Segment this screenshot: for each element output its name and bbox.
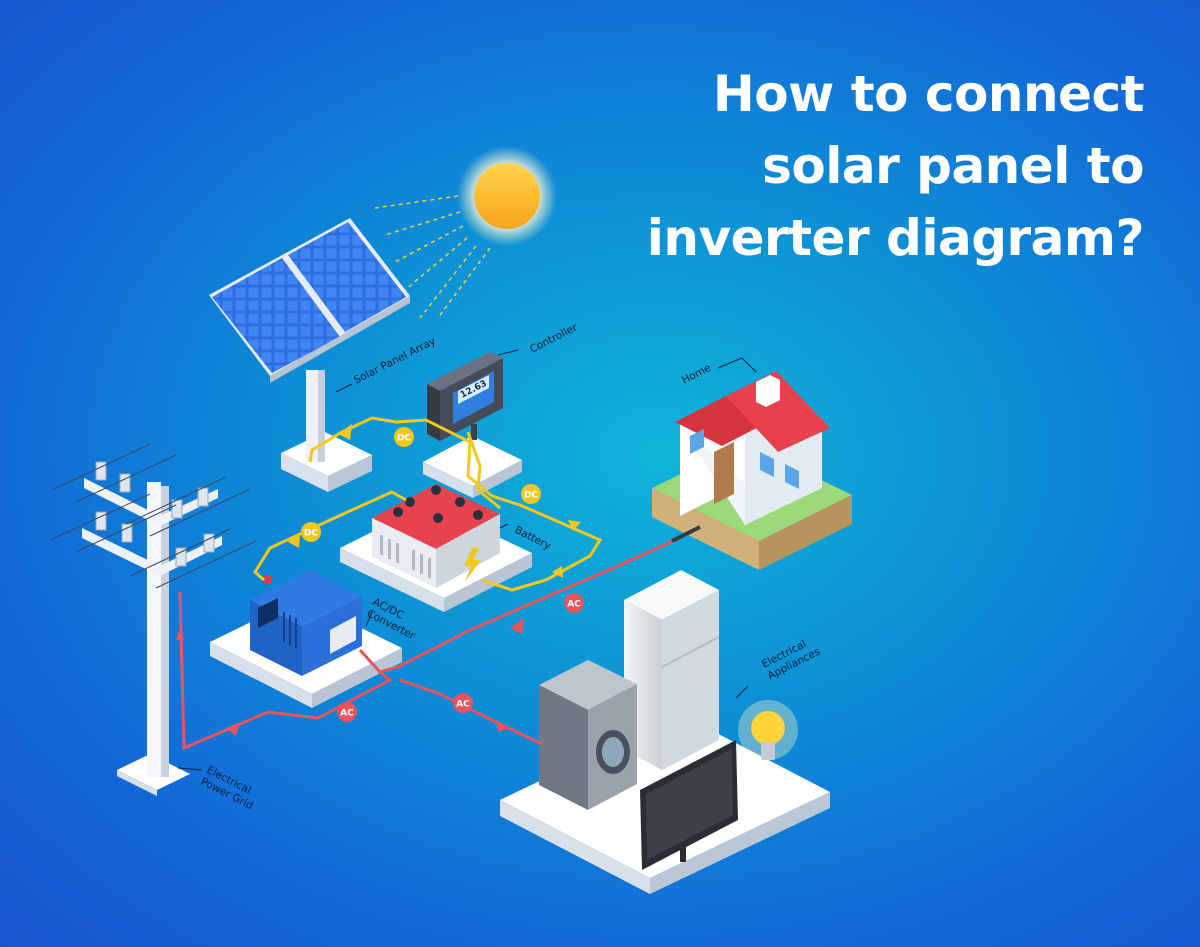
- ac-badge: AC: [337, 702, 357, 722]
- label-controller: Controller: [528, 321, 580, 355]
- svg-text:DC: DC: [304, 529, 318, 539]
- panel-pole: [306, 370, 318, 462]
- panel-cells-left: [212, 258, 340, 373]
- charge-controller: 12.63: [423, 352, 522, 498]
- svg-text:DC: DC: [397, 434, 411, 444]
- label-solar-panel-array: Solar Panel Array: [352, 335, 438, 387]
- svg-text:AC: AC: [340, 709, 354, 719]
- title-line-3: inverter diagram?: [646, 209, 1145, 267]
- dc-badge: DC: [394, 427, 414, 447]
- svg-text:DC: DC: [524, 491, 538, 501]
- solar-panel-array: [209, 218, 410, 492]
- home-chimney: [756, 375, 780, 407]
- ac-badge: AC: [564, 593, 584, 613]
- pole-shaft: [147, 482, 161, 777]
- controller-screen: [458, 375, 489, 404]
- label-appliances: Electrical Appliances: [760, 638, 822, 682]
- insulators: [95, 461, 215, 567]
- ac-badge: AC: [453, 693, 473, 713]
- pole-crossarm-bottom: [82, 528, 222, 576]
- svg-text:AC: AC: [567, 600, 581, 610]
- title-line-2: solar panel to: [762, 137, 1144, 195]
- ac-arrows: [176, 618, 524, 736]
- home-roof: [726, 371, 830, 452]
- dc-badge: DC: [301, 522, 321, 542]
- home-connector: [671, 525, 701, 543]
- leader-lines: [177, 349, 757, 771]
- dc-arrows: [288, 424, 581, 578]
- label-power-grid: Electrical Power Grid: [199, 764, 255, 812]
- label-home: Home: [680, 362, 713, 387]
- power-lines: [49, 443, 257, 589]
- ac-dc-converter: [210, 570, 402, 708]
- sun: [374, 146, 557, 319]
- home-door: [714, 442, 734, 504]
- svg-text:AC: AC: [456, 700, 470, 710]
- battery-bank: [340, 484, 532, 612]
- page-title: How to connect solar panel to inverter d…: [624, 58, 1145, 274]
- dc-badge: DC: [521, 484, 541, 504]
- sun-core: [474, 163, 540, 229]
- title-line-1: How to connect: [712, 65, 1145, 123]
- battery-front-right: [436, 514, 500, 588]
- light-bulb-icon: [751, 711, 785, 745]
- panel-base-top: [281, 432, 372, 476]
- power-pole: [49, 443, 257, 796]
- home: [652, 371, 852, 570]
- battery-terminals: [393, 485, 483, 523]
- appliances: [500, 570, 830, 894]
- pole-crossarm-top: [84, 478, 218, 526]
- sun-rays: [374, 195, 491, 319]
- panel-cells-right: [288, 222, 406, 332]
- battery-charge-icon: [464, 548, 481, 582]
